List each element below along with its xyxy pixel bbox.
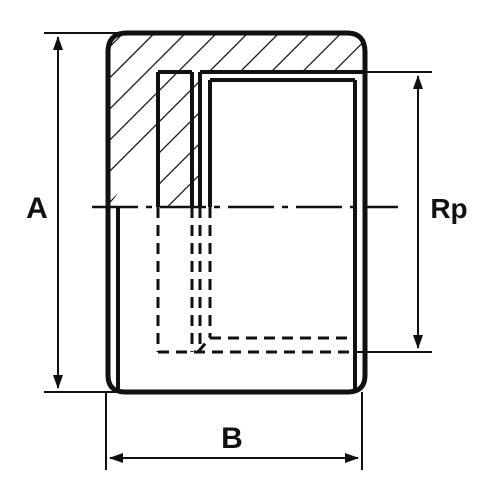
bore-section: [156, 70, 365, 207]
dimension-a-label: A: [26, 192, 48, 225]
cap-outline: [105, 30, 368, 395]
dimension-rp-label: Rp: [430, 193, 467, 224]
extension-lines: [44, 32, 432, 470]
dimension-b-label: B: [221, 422, 243, 455]
hatched-section: [108, 33, 365, 207]
hidden-lines: [156, 207, 355, 354]
outer-wall-lines: [116, 207, 357, 390]
